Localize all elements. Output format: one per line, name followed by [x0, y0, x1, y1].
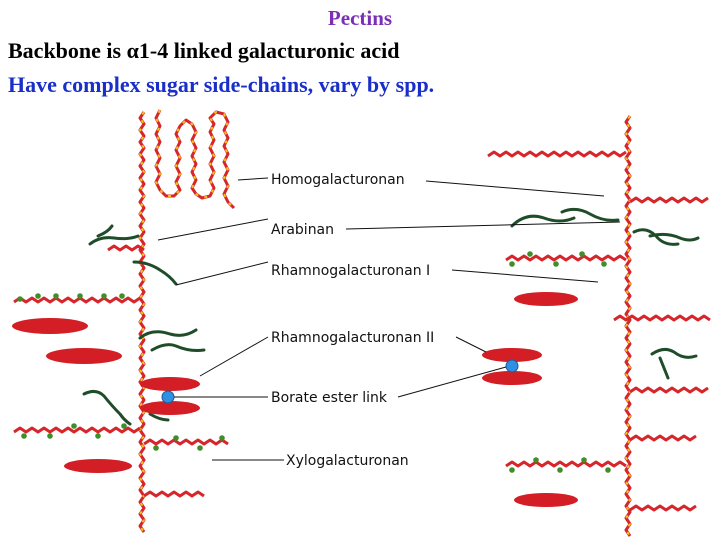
xylose-dot — [579, 251, 585, 257]
right-green-chain-4 — [648, 232, 700, 242]
right-red-chain-2 — [629, 196, 709, 204]
left-green-chain-2 — [96, 224, 114, 238]
page-title: Pectins — [327, 6, 393, 30]
xylose-dot — [509, 261, 515, 267]
right-side-chains — [487, 150, 711, 512]
xylose-dot — [17, 296, 23, 302]
side-chain-description: Have complex sugar side-chains, vary by … — [8, 72, 435, 97]
right-green-chain-6 — [658, 356, 670, 380]
leader-line — [345, 221, 621, 230]
xylose-dot — [47, 433, 53, 439]
xylose-dot — [527, 251, 533, 257]
xylose-dot — [121, 423, 127, 429]
xylose-dot — [557, 467, 563, 473]
leader-line — [455, 336, 487, 353]
rg-ii-ellipse — [46, 348, 122, 364]
left-green-chain-3 — [132, 260, 178, 286]
right-red-chain-1 — [487, 150, 627, 158]
xylose-dot — [35, 293, 41, 299]
right-dotted-chain-2 — [505, 460, 627, 468]
leader-line — [199, 336, 269, 377]
rg-ii-ellipse — [140, 401, 200, 415]
xylose-dot — [21, 433, 27, 439]
leader-line — [237, 177, 269, 181]
xylose-dot — [101, 293, 107, 299]
label-borate-ester-link: Borate ester link — [271, 390, 388, 406]
leader-line — [175, 261, 269, 286]
label-xylogalacturonan: Xylogalacturonan — [286, 453, 409, 469]
xylose-dot — [219, 435, 225, 441]
xylose-dot — [53, 293, 59, 299]
right-green-chain-3 — [632, 228, 680, 246]
xylose-dot — [601, 261, 607, 267]
rg-ii-ellipse — [12, 318, 88, 334]
xylose-dot — [77, 293, 83, 299]
backbone-description-prefix: Backbone is — [8, 38, 127, 63]
leader-line — [157, 218, 269, 241]
xylose-dot — [533, 457, 539, 463]
xylose-dot — [119, 293, 125, 299]
borate-link-right — [505, 359, 519, 373]
dots — [17, 251, 611, 473]
leader-line — [397, 366, 507, 398]
left-green-chain-1 — [88, 234, 140, 246]
xylose-dot — [605, 467, 611, 473]
left-red-chain-2 — [143, 490, 205, 498]
xylose-dot — [173, 435, 179, 441]
right-green-chain-5 — [650, 347, 698, 359]
right-backbone-accent — [625, 115, 631, 537]
left-red-chain-1 — [107, 244, 145, 252]
right-red-chain-4 — [629, 386, 709, 394]
rg-ii-ellipse — [514, 292, 578, 306]
leader-line — [451, 269, 599, 283]
backbone-loop — [154, 109, 236, 210]
left-green-chain-5 — [150, 343, 206, 352]
left-green-chain-7 — [148, 412, 170, 422]
alpha-symbol: α — [126, 38, 139, 63]
label-homogalacturonan: Homogalacturonan — [271, 172, 405, 188]
label-arabinan: Arabinan — [271, 222, 334, 238]
backbone-loop-accent — [155, 109, 235, 209]
right-green-chain-2 — [560, 207, 620, 222]
xylose-dot — [581, 457, 587, 463]
rg-ii-ellipse — [514, 493, 578, 507]
xylose-dot — [71, 423, 77, 429]
backbone-description: Backbone is α1-4 linked galacturonic aci… — [8, 38, 399, 64]
backbone-description-rest: 1-4 linked galacturonic acid — [138, 38, 400, 63]
leader-lines — [157, 177, 621, 461]
xylose-dot — [553, 261, 559, 267]
xylose-dot — [197, 445, 203, 451]
borate-link-left — [161, 390, 175, 404]
rg-ii-ellipse — [64, 459, 132, 473]
xylose-dot — [95, 433, 101, 439]
xylose-dot — [509, 467, 515, 473]
left-backbone-accent — [139, 111, 145, 533]
right-red-chain-6 — [629, 504, 697, 512]
right-red-chain-5 — [629, 434, 697, 442]
right-dotted-chain-1 — [505, 254, 627, 262]
left-dotted-chain-3 — [143, 438, 229, 446]
left-dotted-chain-1 — [13, 296, 141, 304]
rg-ii-ellipse — [482, 348, 542, 362]
right-red-chain-3 — [613, 314, 711, 322]
right-green-chain-1 — [510, 214, 576, 228]
leader-line — [425, 180, 605, 197]
left-green-chain-4 — [138, 328, 198, 340]
labels: Homogalacturonan Arabinan Rhamnogalactur… — [271, 172, 434, 469]
label-rhamnogalacturonan-i: Rhamnogalacturonan I — [271, 263, 430, 279]
backbones — [138, 109, 632, 537]
left-side-chains — [13, 224, 229, 498]
left-dotted-chain-2 — [13, 426, 141, 434]
rg-ii-ellipse — [482, 371, 542, 385]
xylose-dot — [153, 445, 159, 451]
label-rhamnogalacturonan-ii: Rhamnogalacturonan II — [271, 330, 434, 346]
left-green-chain-6 — [82, 389, 132, 426]
rg-ii-ellipses — [12, 292, 578, 507]
rg-ii-ellipse — [140, 377, 200, 391]
